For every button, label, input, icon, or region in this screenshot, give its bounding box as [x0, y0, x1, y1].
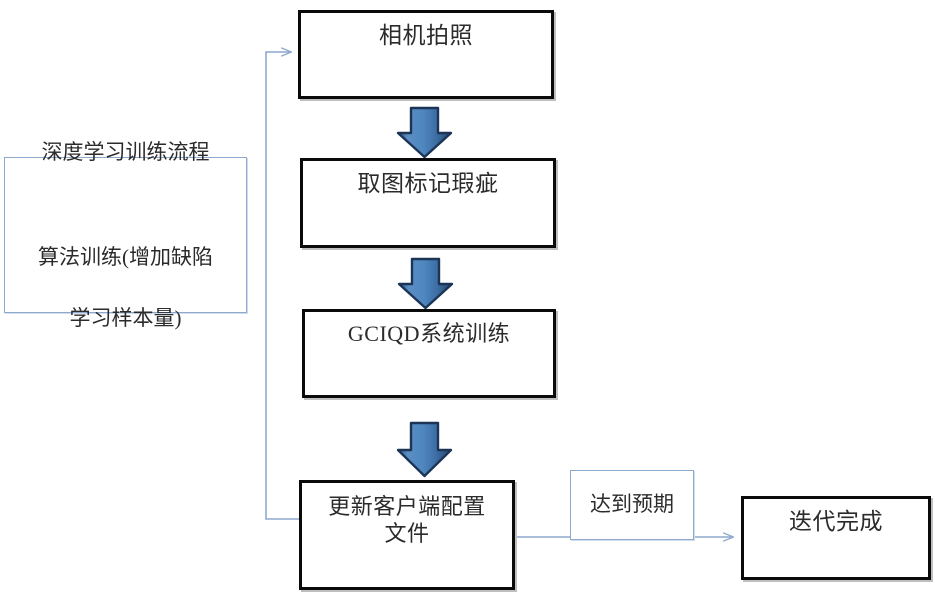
block-arrow-gciqd-to-update	[396, 421, 453, 478]
node-iteration-complete[interactable]: 迭代完成	[741, 496, 931, 580]
node-update-client-config-file[interactable]: 更新客户端配置 文件	[299, 480, 515, 590]
training-line-1: 深度学习训练流程	[41, 139, 210, 164]
node-gciqd-system-training[interactable]: GCIQD系统训练	[302, 309, 556, 398]
node-meets-expectation-label: 达到预期	[590, 492, 674, 517]
node-camera-capture[interactable]: 相机拍照	[298, 10, 554, 99]
node-update-client-config-file-label: 更新客户端配置 文件	[328, 494, 486, 546]
node-image-defect-marking-label: 取图标记瑕疵	[357, 171, 499, 196]
node-deep-learning-training-process[interactable]: 深度学习训练流程 算法训练(增加缺陷 学习样本量)	[4, 140, 247, 330]
node-deep-learning-training-process-label: 深度学习训练流程 算法训练(增加缺陷 学习样本量)	[5, 106, 246, 364]
node-meets-expectation[interactable]: 达到预期	[570, 470, 694, 540]
training-line-spacer	[11, 198, 240, 212]
feedback-loop-update-to-camera	[265, 52, 299, 520]
block-arrow-mark-to-gciqd	[397, 257, 454, 310]
training-line-3: 学习样本量)	[69, 305, 182, 330]
block-arrow-camera-to-mark	[396, 106, 453, 159]
node-gciqd-system-training-label: GCIQD系统训练	[347, 321, 511, 346]
node-iteration-complete-label: 迭代完成	[789, 509, 883, 534]
node-camera-capture-label: 相机拍照	[379, 23, 473, 48]
training-line-2: 算法训练(增加缺陷	[38, 245, 213, 269]
node-image-defect-marking[interactable]: 取图标记瑕疵	[300, 158, 556, 248]
